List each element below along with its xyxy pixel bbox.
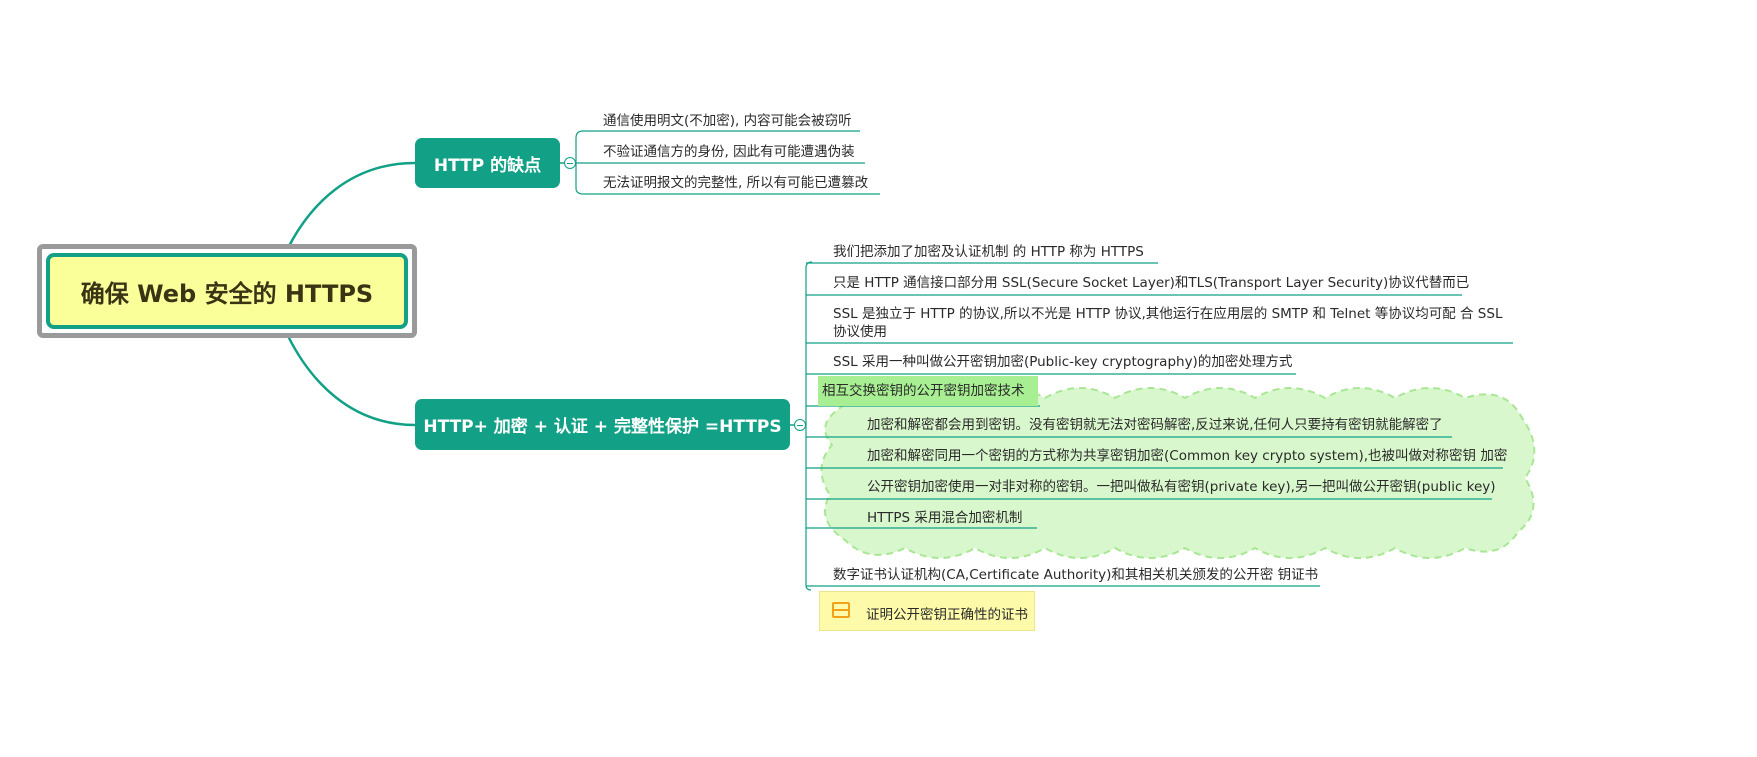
- note-text: 证明公开密钥正确性的证书: [866, 607, 1028, 623]
- branch-label: HTTP 的缺点: [433, 155, 542, 176]
- root-topic-title: 确保 Web 安全的 HTTPS: [46, 253, 408, 329]
- leaf-topic[interactable]: SSL 采用一种叫做公开密钥加密(Public-key cryptography…: [833, 354, 1293, 370]
- connector-root-branch1: [286, 161, 416, 249]
- collapse-toggle-icon[interactable]: [794, 419, 806, 431]
- branch-label: HTTP+ 加密 + 认证 + 完整性保护 =HTTPS: [423, 417, 782, 437]
- summary-item[interactable]: HTTPS 采用混合加密机制: [867, 510, 1023, 526]
- cloud-boundary: [820, 387, 1536, 559]
- leaf-topic[interactable]: SSL 是独立于 HTTP 的协议,所以不光是 HTTP 协议,其他运行在应用层…: [833, 306, 1503, 340]
- note-icon: [832, 602, 850, 618]
- leaf-topic[interactable]: 我们把添加了加密及认证机制 的 HTTP 称为 HTTPS: [833, 244, 1144, 260]
- leaf-topic[interactable]: 数字证书认证机构(CA,Certificate Authority)和其相关机关…: [833, 567, 1319, 583]
- branch-http-drawbacks[interactable]: HTTP 的缺点: [415, 138, 560, 188]
- leaf-topic[interactable]: 通信使用明文(不加密), 内容可能会被窃听: [603, 113, 852, 129]
- summary-item[interactable]: 公开密钥加密使用一对非对称的密钥。一把叫做私有密钥(private key),另…: [867, 479, 1496, 495]
- summary-label[interactable]: 相互交换密钥的公开密钥加密技术: [818, 376, 1038, 406]
- branch-https-definition[interactable]: HTTP+ 加密 + 认证 + 完整性保护 =HTTPS: [415, 399, 790, 450]
- summary-item[interactable]: 加密和解密同用一个密钥的方式称为共享密钥加密(Common key crypto…: [867, 448, 1508, 464]
- summary-item[interactable]: 加密和解密都会用到密钥。没有密钥就无法对密码解密,反过来说,任何人只要持有密钥就…: [867, 417, 1443, 433]
- root-topic[interactable]: 确保 Web 安全的 HTTPS: [37, 244, 417, 338]
- leaf-topic[interactable]: 不验证通信方的身份, 因此有可能遭遇伪装: [603, 144, 855, 160]
- connector-root-branch2: [286, 335, 416, 427]
- collapse-toggle-icon[interactable]: [564, 157, 576, 169]
- branch2-leaf-lines: [805, 261, 1513, 591]
- branch1-leaf-lines: [575, 130, 880, 195]
- summary-label-text: 相互交换密钥的公开密钥加密技术: [822, 383, 1025, 399]
- leaf-topic[interactable]: 只是 HTTP 通信接口部分用 SSL(Secure Socket Layer)…: [833, 275, 1470, 291]
- leaf-topic[interactable]: 无法证明报文的完整性, 所以有可能已遭篡改: [603, 175, 869, 191]
- note-callout[interactable]: 证明公开密钥正确性的证书: [819, 591, 1035, 631]
